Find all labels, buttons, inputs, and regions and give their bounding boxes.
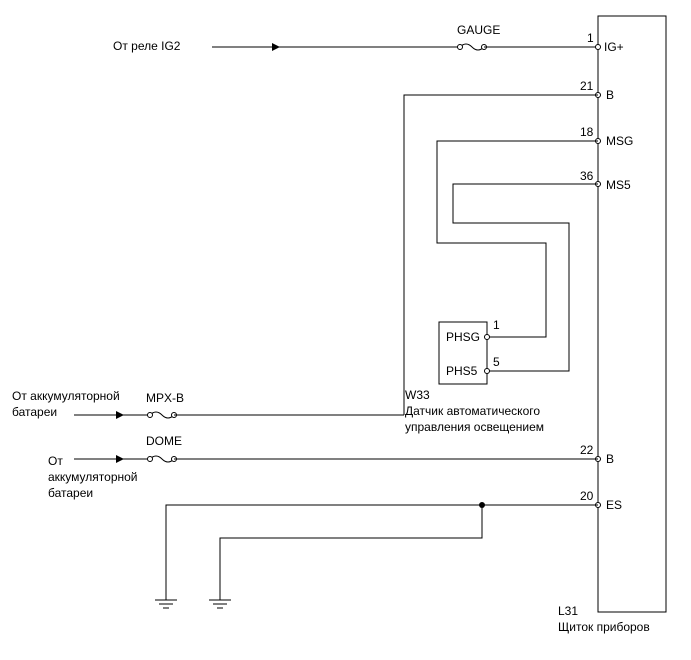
mpxb-fuse-icon [149,411,175,419]
ground-icon-left [155,599,177,609]
light-sensor-code: W33 [405,388,430,402]
dome-fuse-label: DOME [146,434,182,448]
combination-meter-code: L31 [558,604,578,618]
meter-pin-ms5-num: 36 [580,169,594,183]
sensor-pin-phs5-num: 5 [493,355,500,369]
dome-fuse-terminal-left [147,456,153,462]
combination-meter-name: Щиток приборов [558,620,650,634]
es-branch-wire [219,505,483,596]
meter-pin-ig-num: 1 [587,31,594,45]
combination-meter-box [597,15,667,613]
dome-arrow-icon [116,455,124,463]
light-sensor-name-line2: управления освещением [405,420,544,434]
source-battery2-line1: От [48,454,63,468]
es-wire [165,504,598,596]
sensor-pin-phs5 [484,368,490,374]
sensor-pin-phsg [484,334,490,340]
meter-pin-msg: 18 MSG [580,125,633,148]
source-battery1-line1: От аккумуляторной [12,389,120,403]
b21-wire [403,94,598,415]
gauge-fuse-terminal-left [457,44,463,50]
source-ig2-label: От реле IG2 [113,39,181,53]
sensor-pin-phs5-name: PHS5 [446,364,478,378]
mpxb-arrow-icon [116,411,124,419]
ground-icon-right [209,599,231,609]
meter-pin-b22-num: 22 [580,443,594,457]
meter-pin-ig-name: IG+ [604,40,624,54]
light-sensor-name-line1: Датчик автоматического [405,404,540,418]
meter-pin-es-name: ES [606,498,622,512]
source-battery2-line2: аккумуляторной [48,470,138,484]
gauge-fuse-icon [459,43,485,51]
meter-pin-b22-name: B [606,452,614,466]
mpxb-fuse-terminal-left [147,412,153,418]
sensor-pin-phsg-num: 1 [493,318,500,332]
light-sensor-box [438,321,488,385]
gauge-fuse-label: GAUGE [457,23,500,37]
ig-arrow-icon [272,43,280,51]
source-battery1-line2: батареи [12,405,57,419]
meter-pin-b21-name: B [606,88,614,102]
mpxb-fuse-label: MPX-B [146,391,184,405]
ms5-wire [452,183,598,372]
meter-pin-es: 20 ES [580,489,622,512]
meter-pin-ms5: 36 MS5 [580,169,631,192]
meter-pin-msg-name: MSG [606,134,633,148]
meter-pin-b-21: 21 B [580,79,614,102]
source-battery2-line3: батареи [48,486,93,500]
meter-pin-ms5-name: MS5 [606,178,631,192]
meter-pin-msg-num: 18 [580,125,594,139]
msg-wire [436,140,598,338]
meter-pin-es-num: 20 [580,489,594,503]
meter-pin-b21-num: 21 [580,79,594,93]
dome-fuse-icon [149,455,175,463]
sensor-pin-phsg-name: PHSG [446,330,480,344]
meter-pin-b-22: 22 B [580,443,614,466]
meter-pin-ig: 1 IG+ [587,31,624,54]
